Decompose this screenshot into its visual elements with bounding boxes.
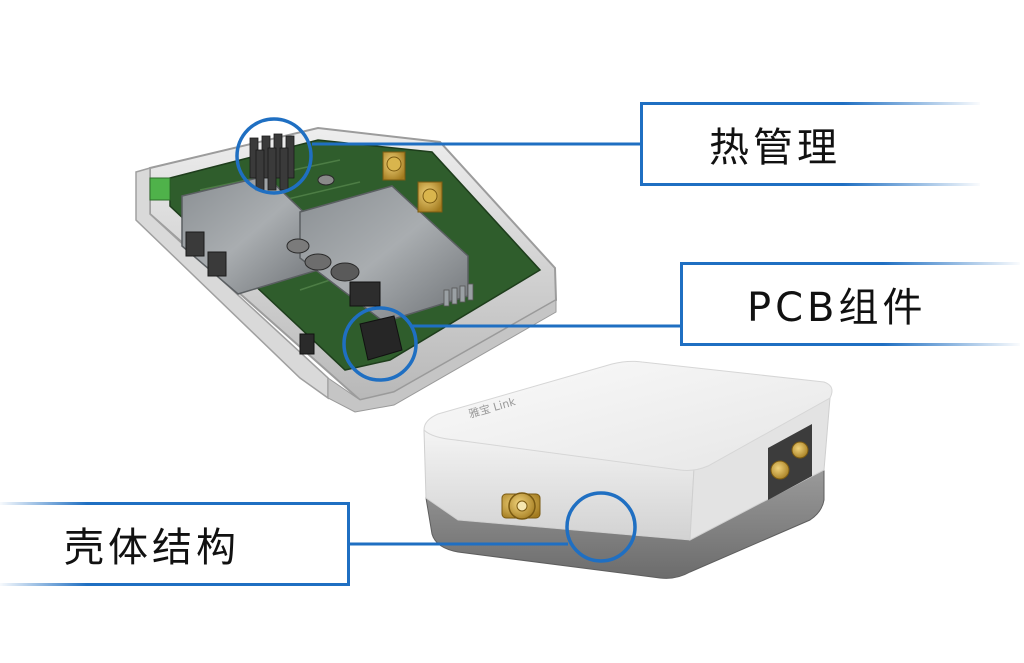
- callout-enclosure-label: 壳体结构: [0, 502, 350, 586]
- callout-thermal-label: 热管理: [640, 102, 983, 186]
- callout-thermal-text: 热管理: [709, 125, 841, 171]
- callout-pcb-text: PCB组件: [747, 285, 927, 331]
- callout-pcb-label: PCB组件: [680, 262, 1023, 346]
- enclosure-highlight-circle: [565, 491, 637, 563]
- thermal-highlight-circle: [235, 117, 313, 195]
- open-device: [135, 126, 558, 413]
- callout-enclosure-text: 壳体结构: [64, 525, 240, 571]
- closed-device: 雅宝 Link: [423, 360, 833, 579]
- pcb-highlight-circle: [342, 306, 418, 382]
